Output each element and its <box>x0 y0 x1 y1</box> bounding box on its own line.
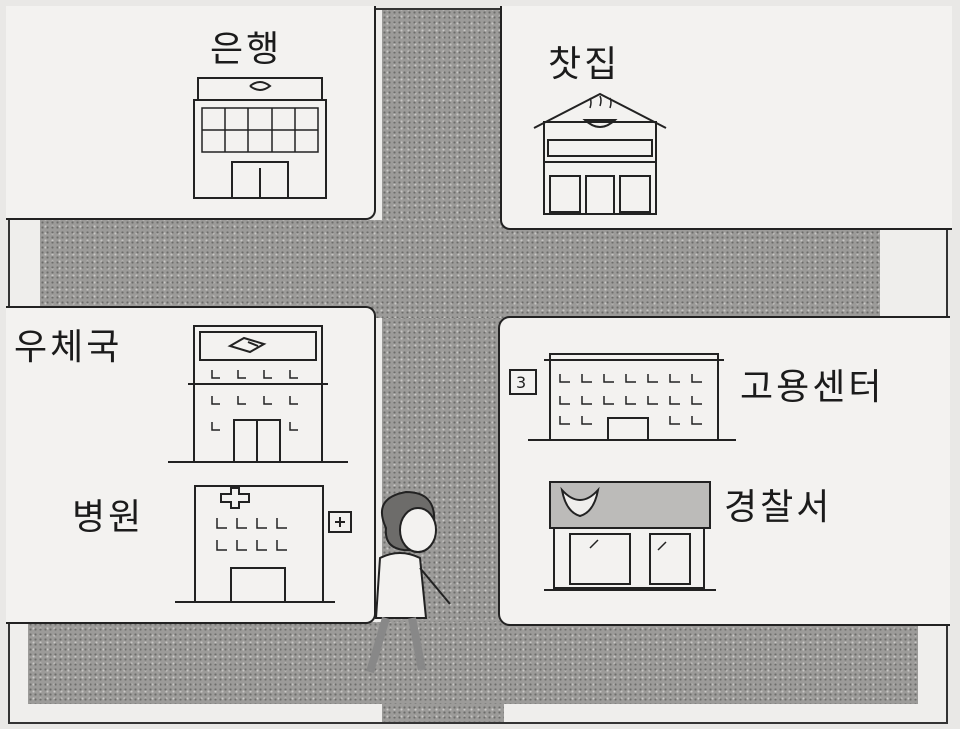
block-bottom-right <box>498 316 950 626</box>
person-walking <box>366 490 451 674</box>
block-top-right <box>500 6 952 230</box>
hospital-building <box>175 485 352 603</box>
label-bank: 은행 <box>210 29 283 70</box>
svg-text:3: 3 <box>516 373 526 392</box>
employment-center-building: 3 <box>509 353 736 441</box>
label-post-office: 우체국 <box>14 327 123 368</box>
label-teahouse: 찻집 <box>548 44 621 85</box>
block-top-left <box>6 6 376 220</box>
post-office-building <box>168 325 348 463</box>
road-horizontal-middle <box>40 220 880 318</box>
bank-building <box>193 77 327 199</box>
block-bottom-left <box>6 306 376 624</box>
road-horizontal-bottom <box>28 622 918 704</box>
label-police-station: 경찰서 <box>724 487 833 528</box>
teahouse-building <box>533 92 667 215</box>
label-hospital: 병원 <box>72 497 145 538</box>
police-station-building <box>544 481 716 591</box>
label-employment-center: 고용센터 <box>740 367 885 408</box>
